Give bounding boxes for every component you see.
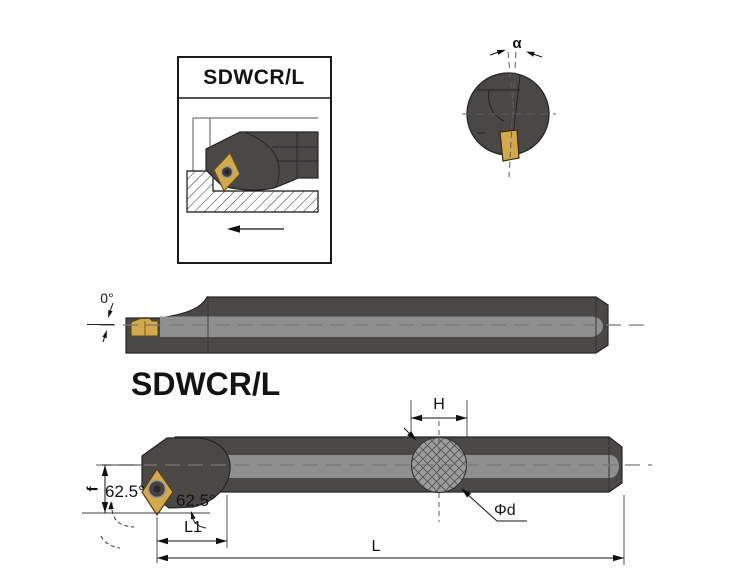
dim-f-arrow-bottom <box>101 502 109 513</box>
feed-direction-arrowhead <box>227 225 240 233</box>
phi-d-leader <box>466 493 527 522</box>
inset-tool-grooves <box>272 132 318 178</box>
dim-H-arrow-right <box>456 414 467 422</box>
alpha-arrow-right-head <box>526 51 535 57</box>
dimension-L1 <box>156 495 228 563</box>
angle-left-arc <box>111 502 135 528</box>
angle-right-label: 62.5° <box>176 491 216 510</box>
rake-arrow-lower-head <box>102 330 107 339</box>
bore-contour-lines <box>192 117 318 171</box>
rake-angle-label: 0° <box>100 290 114 306</box>
dim-L-arrow-right <box>613 554 624 562</box>
side-view-band <box>185 455 619 478</box>
phi-d-arrowhead <box>461 488 472 498</box>
angle-left-label: 62.5° <box>105 482 145 501</box>
section-insert <box>499 129 520 162</box>
dim-H-arrow-left <box>411 414 422 422</box>
dim-L-arrow-left <box>157 554 168 562</box>
dimension-H <box>403 400 468 441</box>
dim-phi-d-label: Φd <box>494 502 516 519</box>
dim-L1-arrow-left <box>157 537 168 545</box>
angle-annotations <box>100 501 207 549</box>
alpha-label: α <box>512 35 522 52</box>
inset-insert-screw-center <box>224 169 230 175</box>
angle-right-arc-arrowhead <box>191 511 196 520</box>
inset-title: SDWCR/L <box>203 66 305 89</box>
top-view-band <box>160 316 603 337</box>
dim-L1-extension-lines <box>156 495 228 563</box>
dim-f-label: f <box>84 486 102 492</box>
cross-section-view <box>462 49 556 178</box>
dimension-phi-d <box>461 488 527 522</box>
angle-left-arc-lower <box>100 535 121 549</box>
angle-left-arc-arrowhead <box>108 501 114 510</box>
dim-f-arrow-top <box>101 465 109 476</box>
section-inner-arc <box>488 89 505 122</box>
section-alpha-reference-line <box>507 51 515 115</box>
alpha-arrow-left-head <box>496 49 506 55</box>
dim-L1-label: L1 <box>184 519 202 536</box>
dimension-f <box>82 464 210 514</box>
dim-L1-arrow-right <box>216 537 227 545</box>
rake-arrow-lower-tail <box>102 336 105 343</box>
side-view-bar <box>96 421 652 522</box>
rake-arrow-upper-tail <box>110 302 114 311</box>
top-view-bar <box>87 296 646 354</box>
section-centerline-vertical <box>508 51 517 178</box>
dim-H-label: H <box>433 396 445 413</box>
circle-pointer-arrowhead <box>407 431 417 441</box>
side-view-insert-screw-center <box>153 485 161 493</box>
page-title: SDWCR/L <box>131 366 281 402</box>
inset-tool-nose-curve <box>243 131 280 188</box>
inset-diagram <box>177 56 332 264</box>
dim-L-label: L <box>371 538 381 555</box>
rake-arrow-upper-head <box>108 309 113 318</box>
section-pocket-line <box>512 75 521 136</box>
dimension-L <box>157 495 625 565</box>
